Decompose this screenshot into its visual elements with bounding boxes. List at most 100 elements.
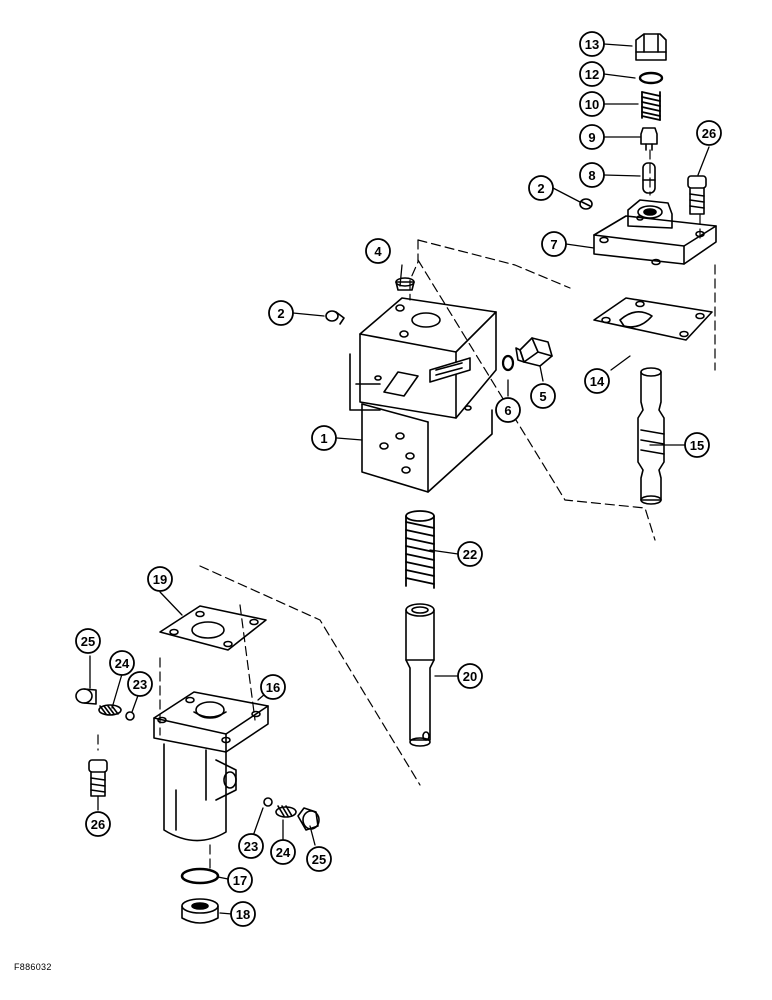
part-23-ball-right — [263, 797, 273, 807]
callout-circle — [268, 300, 294, 326]
callout-c4: 4 — [365, 238, 391, 264]
callout-c14: 14 — [584, 368, 610, 394]
part-22-spring — [405, 510, 435, 589]
part-7-cover — [593, 199, 717, 266]
part-1-valve-body — [349, 297, 497, 493]
part-12-o-ring — [638, 71, 664, 85]
callout-label: 23 — [244, 839, 258, 854]
callout-circle — [109, 650, 135, 676]
callout-c18: 18 — [230, 901, 256, 927]
callout-c5: 5 — [530, 383, 556, 409]
callout-c2b: 2 — [268, 300, 294, 326]
callout-label: 15 — [690, 438, 704, 453]
callout-label: 9 — [588, 130, 595, 145]
callout-c24b: 24 — [270, 839, 296, 865]
callout-label: 26 — [91, 817, 105, 832]
callout-c22: 22 — [457, 541, 483, 567]
callout-label: 26 — [702, 126, 716, 141]
callout-circle — [684, 432, 710, 458]
callout-c12: 12 — [579, 61, 605, 87]
callout-c26b: 26 — [85, 811, 111, 837]
part-16-housing — [153, 691, 269, 842]
part-10-spring — [641, 91, 661, 121]
callout-c8: 8 — [579, 162, 605, 188]
callout-label: 5 — [539, 389, 546, 404]
callout-circle — [147, 566, 173, 592]
leader-lines — [89, 43, 710, 915]
callout-c10: 10 — [579, 91, 605, 117]
callout-circle — [311, 425, 337, 451]
callout-c23a: 23 — [127, 671, 153, 697]
callout-c26a: 26 — [696, 120, 722, 146]
callout-circle — [584, 368, 610, 394]
callout-label: 1 — [320, 431, 327, 446]
callout-c24a: 24 — [109, 650, 135, 676]
part-25-plug-left — [75, 688, 97, 705]
callout-c6: 6 — [495, 397, 521, 423]
callout-circle — [85, 811, 111, 837]
callout-circle — [696, 120, 722, 146]
part-4-plug — [395, 277, 415, 291]
callout-label: 24 — [276, 845, 291, 860]
part-14-gasket — [593, 297, 713, 341]
callout-label: 7 — [550, 237, 557, 252]
callout-circle — [227, 867, 253, 893]
part-2-plug-center — [325, 310, 345, 325]
callout-circle — [457, 541, 483, 567]
callout-c17: 17 — [227, 867, 253, 893]
callout-label: 2 — [537, 181, 544, 196]
callout-c23b: 23 — [238, 833, 264, 859]
part-25-plug-right — [297, 807, 320, 831]
callout-circle — [579, 91, 605, 117]
part-23-ball-left — [125, 711, 135, 721]
part-9-poppet — [640, 127, 658, 151]
callout-c19: 19 — [147, 566, 173, 592]
part-20-piston — [405, 603, 435, 747]
part-17-o-ring — [180, 867, 220, 885]
callout-label: 6 — [504, 403, 511, 418]
part-2-plug-upper — [579, 198, 593, 210]
part-24-spring-left — [98, 704, 122, 716]
callout-circle — [579, 31, 605, 57]
part-26-capscrew-lower — [88, 759, 108, 797]
part-15-spool — [637, 367, 665, 505]
callout-c13: 13 — [579, 31, 605, 57]
part-13-plug — [635, 33, 667, 61]
callout-circle — [270, 839, 296, 865]
callout-circle — [528, 175, 554, 201]
part-18-seal — [181, 898, 219, 924]
alignment-lines — [97, 149, 716, 871]
callout-circle — [306, 846, 332, 872]
callout-circle — [230, 901, 256, 927]
callout-label: 4 — [374, 244, 382, 259]
part-5-fitting — [515, 337, 553, 367]
part-19-gasket — [159, 605, 267, 651]
callout-circle — [579, 61, 605, 87]
callout-label: 8 — [588, 168, 595, 183]
callout-c15: 15 — [684, 432, 710, 458]
callout-label: 22 — [463, 547, 477, 562]
callout-label: 14 — [590, 374, 605, 389]
callout-label: 20 — [463, 669, 477, 684]
callout-label: 25 — [81, 634, 95, 649]
part-6-o-ring — [501, 354, 515, 372]
callout-circle — [579, 162, 605, 188]
part-26-capscrew-upper — [687, 175, 707, 215]
callout-circle — [75, 628, 101, 654]
figure-code: F886032 — [14, 962, 52, 972]
callout-c9: 9 — [579, 124, 605, 150]
callout-c1: 1 — [311, 425, 337, 451]
callout-label: 25 — [312, 852, 326, 867]
callout-c2a: 2 — [528, 175, 554, 201]
callout-c25b: 25 — [306, 846, 332, 872]
callout-label: 18 — [236, 907, 250, 922]
callout-circle — [495, 397, 521, 423]
callout-label: 17 — [233, 873, 247, 888]
callout-c16: 16 — [260, 674, 286, 700]
callout-c20: 20 — [457, 663, 483, 689]
callout-c7: 7 — [541, 231, 567, 257]
callout-circle — [579, 124, 605, 150]
callout-label: 10 — [585, 97, 599, 112]
callout-circle — [457, 663, 483, 689]
